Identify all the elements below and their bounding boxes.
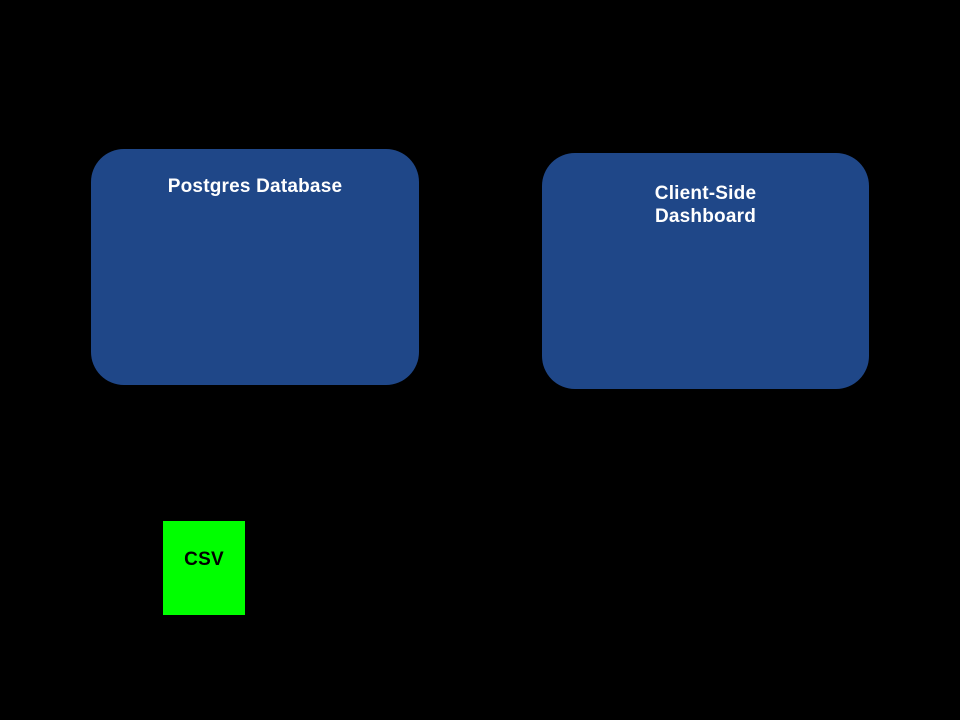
node-postgres-database-label: Postgres Database <box>167 176 343 197</box>
node-client-side-dashboard-label: Client-Side Dashboard <box>542 182 869 228</box>
node-postgres-database: Postgres Database <box>91 149 419 385</box>
node-client-side-dashboard-label-line-1: Client-Side <box>654 183 757 204</box>
node-csv-file-label: CSV <box>184 549 224 570</box>
node-client-side-dashboard-label-line-2: Dashboard <box>654 206 757 227</box>
node-client-side-dashboard: Client-Side Dashboard <box>542 153 869 389</box>
node-csv-file: CSV <box>163 521 245 615</box>
